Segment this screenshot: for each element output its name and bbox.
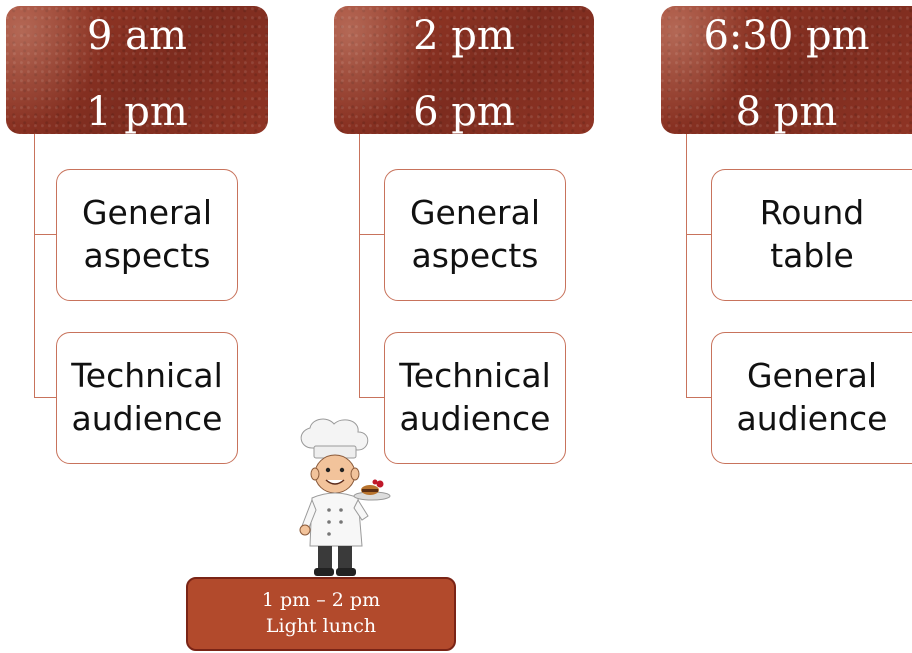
card-line: aspects	[83, 236, 211, 275]
connector-line	[359, 397, 384, 398]
time-end: 1 pm	[86, 89, 188, 135]
session-card: Technical audience	[384, 332, 566, 464]
card-line: audience	[736, 399, 888, 438]
card-line: General	[81, 193, 213, 233]
session-card: General audience	[711, 332, 912, 464]
lunch-label: Light lunch	[265, 615, 377, 637]
time-end: 6 pm	[413, 89, 515, 135]
connector-line	[359, 234, 384, 235]
time-end: 8 pm	[735, 89, 838, 135]
session-card: Round table	[711, 169, 912, 301]
chef-illustration	[299, 418, 391, 576]
connector-line	[686, 397, 711, 398]
time-header-3: 6:30 pm 8 pm	[661, 6, 912, 134]
time-start: 2 pm	[413, 13, 515, 59]
connector-line	[359, 134, 360, 398]
card-line: Technical	[399, 356, 551, 396]
connector-line	[34, 234, 56, 235]
card-line: Technical	[71, 356, 223, 396]
lunch-box: 1 pm – 2 pm Light lunch	[186, 577, 456, 651]
card-line: aspects	[411, 236, 539, 275]
connector-line	[34, 134, 35, 398]
card-line: table	[770, 236, 854, 275]
card-line: audience	[399, 399, 551, 438]
card-line: Round	[759, 193, 865, 233]
connector-line	[34, 397, 56, 398]
connector-line	[686, 134, 687, 398]
connector-line	[686, 234, 711, 235]
session-card: General aspects	[56, 169, 238, 301]
session-card: Technical audience	[56, 332, 238, 464]
card-line: General	[746, 356, 878, 396]
session-card: General aspects	[384, 169, 566, 301]
time-header-2: 2 pm 6 pm	[334, 6, 594, 134]
time-start: 9 am	[87, 13, 187, 59]
time-start: 6:30 pm	[703, 13, 870, 59]
lunch-time: 1 pm – 2 pm	[261, 589, 381, 612]
card-line: audience	[71, 399, 223, 438]
card-line: General	[409, 193, 541, 233]
time-header-1: 9 am 1 pm	[6, 6, 268, 134]
